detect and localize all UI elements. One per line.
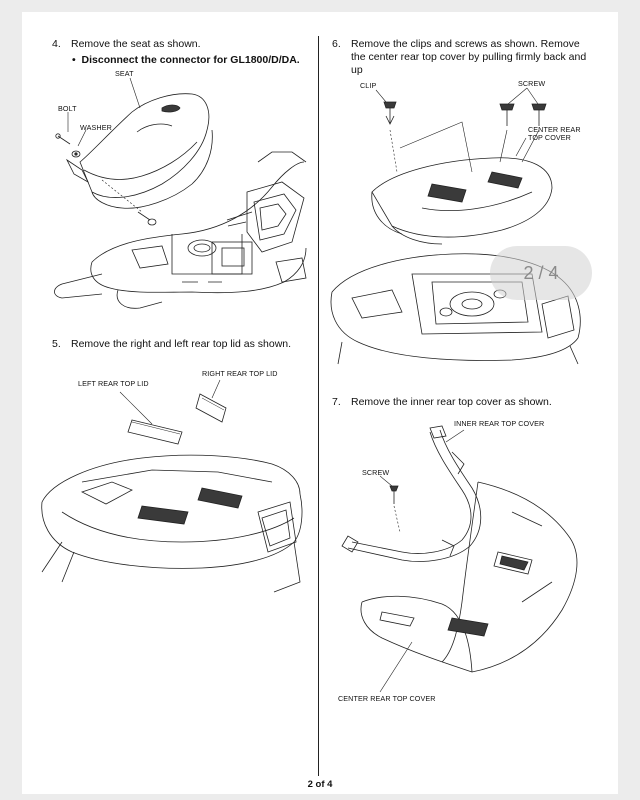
label-clip: CLIP — [360, 81, 377, 90]
step-5-number: 5. — [52, 338, 61, 350]
label-bolt: BOLT — [58, 104, 77, 113]
label-center-rear-top-cover-step7: CENTER REAR TOP COVER — [338, 694, 436, 703]
step-6-text-line3: up — [351, 64, 363, 76]
motorcycle-frame-illustration — [54, 151, 307, 309]
label-screw-step6: SCREW — [518, 79, 546, 88]
step-6-number: 6. — [332, 38, 341, 50]
inner-cover-illustration — [341, 425, 578, 693]
label-seat: SEAT — [115, 69, 134, 78]
step-4-number: 4. — [52, 38, 61, 50]
label-right-rear-top-lid: RIGHT REAR TOP LID — [202, 369, 278, 378]
step-6: 6. Remove the clips and screws as shown.… — [332, 38, 612, 78]
rear-top-lids-illustration — [41, 379, 303, 593]
step-4-text: Remove the seat as shown. — [71, 38, 201, 50]
step-4-bullet: • Disconnect the connector for GL1800/D/… — [72, 54, 300, 66]
page-indicator-badge: 2 / 4 — [490, 246, 592, 300]
label-inner-rear-top-cover: INNER REAR TOP COVER — [454, 419, 545, 428]
step-6-text-line2: the center rear top cover by pulling fir… — [351, 51, 587, 63]
center-cover-illustration — [330, 87, 581, 365]
step-7-text: Remove the inner rear top cover as shown… — [351, 396, 552, 408]
illustrations-layer — [41, 77, 581, 693]
label-center-rear-line1: CENTER REAR — [528, 125, 581, 134]
manual-page: 4. Remove the seat as shown. • Disconnec… — [22, 12, 618, 794]
step-6-text-line1: Remove the clips and screws as shown. Re… — [351, 38, 580, 50]
label-washer: WASHER — [80, 123, 112, 132]
label-screw-step7: SCREW — [362, 468, 390, 477]
bullet-dot: • — [72, 54, 82, 66]
step-4-bullet-text: Disconnect the connector for GL1800/D/DA… — [81, 54, 300, 66]
page-footer: 2 of 4 — [307, 779, 333, 790]
label-left-rear-top-lid: LEFT REAR TOP LID — [78, 379, 149, 388]
seat-illustration — [55, 77, 213, 226]
column-divider — [318, 36, 319, 776]
label-center-rear-line2: TOP COVER — [528, 133, 571, 142]
step-7-number: 7. — [332, 396, 341, 408]
step-5-text: Remove the right and left rear top lid a… — [71, 338, 292, 350]
